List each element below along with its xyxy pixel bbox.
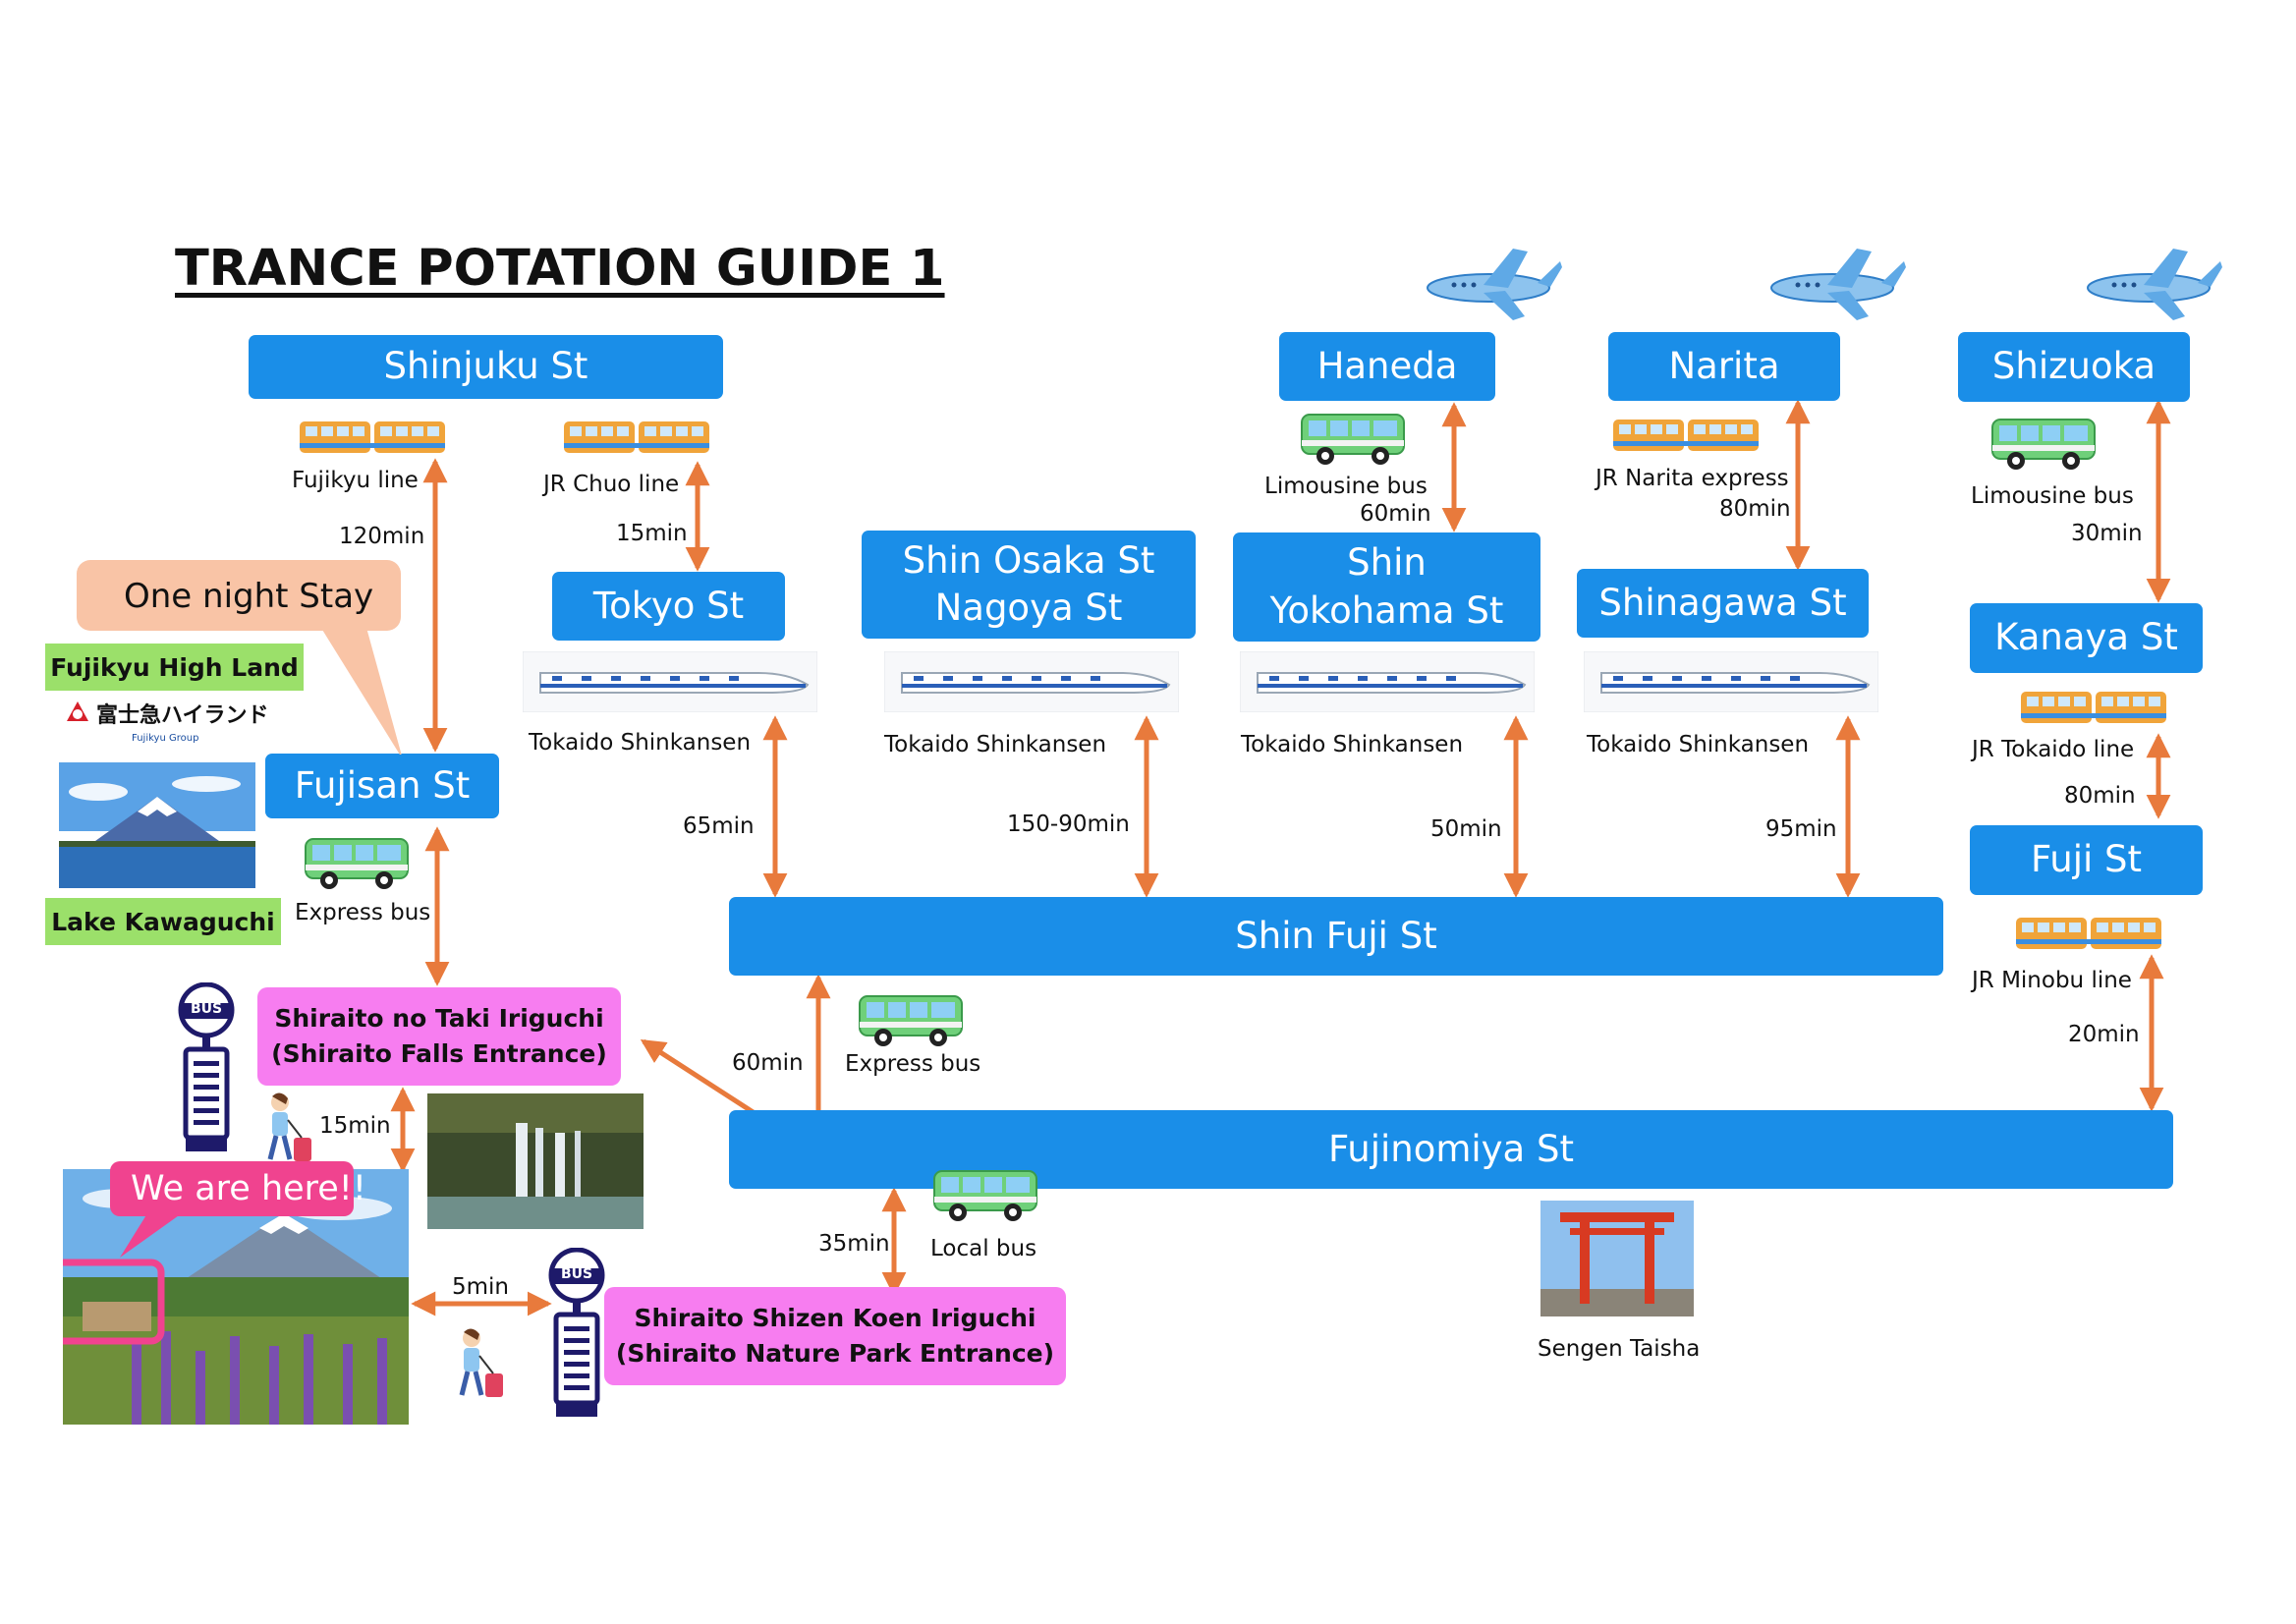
label-5min-walk: 5min [452, 1274, 510, 1300]
traveler-icon-2 [459, 1328, 503, 1397]
bus-stop-text-falls: BUS [190, 1001, 223, 1017]
fujikyu-group-text: Fujikyu Group [132, 733, 199, 744]
label-80min-kanaya: 80min [2064, 783, 2136, 809]
label-95min: 95min [1765, 816, 1837, 842]
lake-kawaguchi-label: Lake Kawaguchi [45, 898, 281, 945]
shiraito-falls-name: Shiraito no Taki Iriguchi [274, 1003, 604, 1033]
label-jr-chuo-line: JR Chuo line [543, 472, 680, 497]
traveler-icon-1 [267, 1092, 311, 1161]
station-shinjuku: Shinjuku St [249, 335, 723, 399]
we-are-here-bubble [110, 1161, 354, 1258]
label-jr-tokaido-line: JR Tokaido line [1972, 737, 2135, 762]
bus-icon-haneda [1301, 414, 1405, 465]
page-title: TRANCE POTATION GUIDE 1 [175, 240, 945, 298]
bus-stop-icon-nature-park: BUS [542, 1247, 611, 1420]
station-fujisan: Fujisan St [265, 754, 499, 818]
bus-icon-shizuoka [1991, 419, 2096, 470]
airplane-icon-haneda [1427, 249, 1562, 320]
one-night-stay-text: One night Stay [124, 577, 374, 616]
shinkansen-icon-3 [1240, 651, 1535, 712]
train-icon-fujikyu [300, 421, 445, 453]
label-50min: 50min [1430, 816, 1502, 842]
label-60min-shinfuji: 60min [732, 1050, 804, 1076]
shinkansen-icon-1 [523, 651, 817, 712]
lake-kawaguchi-photo [59, 762, 255, 888]
train-icon-tokaido-line [2021, 692, 2166, 723]
station-shin-osaka-nagoya: Shin Osaka St Nagoya St [862, 531, 1196, 639]
bus-icon-fujisan [305, 838, 409, 889]
label-30min: 30min [2071, 521, 2143, 546]
nature-park-name: Shiraito Shizen Koen Iriguchi [634, 1303, 1036, 1332]
label-80min-narita: 80min [1719, 496, 1791, 522]
shiraito-nature-park-box: Shiraito Shizen Koen Iriguchi (Shiraito … [604, 1287, 1066, 1385]
fujikyu-mark-icon [67, 701, 88, 721]
label-tokaido-3: Tokaido Shinkansen [1241, 732, 1464, 757]
train-icon-narita-express [1613, 420, 1759, 451]
train-icon-minobu-line [2016, 918, 2161, 949]
nature-park-english: (Shiraito Nature Park Entrance) [615, 1339, 1055, 1368]
station-shin-yokohama: Shin Yokohama St [1233, 532, 1540, 642]
label-65min: 65min [683, 813, 755, 839]
we-are-here-text: We are here!! [131, 1169, 366, 1208]
train-icon-chuo [564, 421, 709, 453]
shiraito-falls-english: (Shiraito Falls Entrance) [271, 1039, 607, 1068]
sengen-taisha-photo [1540, 1201, 1694, 1316]
label-20min: 20min [2068, 1022, 2140, 1047]
airplane-icon-shizuoka [2087, 249, 2222, 320]
label-tokaido-2: Tokaido Shinkansen [884, 732, 1107, 757]
label-local-bus: Local bus [930, 1236, 1037, 1261]
station-shinagawa: Shinagawa St [1577, 569, 1869, 638]
label-limousine-haneda: Limousine bus [1264, 474, 1428, 499]
label-150-90min: 150-90min [1007, 812, 1130, 837]
fujikyu-high-land-label: Fujikyu High Land [45, 644, 304, 691]
one-night-stay-bubble [77, 560, 402, 755]
label-jr-minobu-line: JR Minobu line [1972, 968, 2132, 993]
fujikyu-logo-text: 富士急ハイランド [96, 703, 269, 728]
label-60min-haneda: 60min [1360, 501, 1431, 527]
station-tokyo: Tokyo St [552, 572, 785, 641]
label-express-bus-fujisan: Express bus [295, 900, 431, 925]
fujikyu-logo: 富士急ハイランド Fujikyu Group [65, 698, 269, 753]
airplane-icon-narita [1770, 249, 1906, 320]
label-fujikyu-line: Fujikyu line [292, 468, 419, 493]
label-15min: 15min [616, 521, 688, 546]
label-tokaido-1: Tokaido Shinkansen [529, 730, 752, 756]
label-sengen-taisha: Sengen Taisha [1538, 1336, 1701, 1362]
shinkansen-icon-2 [884, 651, 1179, 712]
station-haneda: Haneda [1279, 332, 1495, 401]
label-express-bus-shinfuji: Express bus [845, 1051, 981, 1077]
station-shizuoka: Shizuoka [1958, 332, 2190, 402]
label-35min: 35min [818, 1231, 890, 1257]
shiraito-falls-photo [427, 1093, 644, 1229]
bus-stop-icon-falls: BUS [172, 981, 241, 1154]
station-narita: Narita [1608, 332, 1840, 401]
shiraito-falls-entrance-box: Shiraito no Taki Iriguchi (Shiraito Fall… [257, 987, 621, 1086]
station-fuji: Fuji St [1970, 825, 2203, 895]
bus-icon-local [933, 1170, 1037, 1221]
station-kanaya: Kanaya St [1970, 603, 2203, 673]
label-15min-walk: 15min [319, 1113, 391, 1139]
label-tokaido-4: Tokaido Shinkansen [1587, 732, 1810, 757]
bus-icon-shinfuji [859, 995, 963, 1046]
label-jr-narita-express: JR Narita express [1596, 466, 1789, 491]
shinkansen-icon-4 [1584, 651, 1878, 712]
label-limousine-shizuoka: Limousine bus [1971, 483, 2134, 509]
label-120min: 120min [339, 524, 425, 549]
bus-stop-text-nature-park: BUS [560, 1266, 593, 1282]
station-shin-fuji: Shin Fuji St [729, 897, 1943, 976]
